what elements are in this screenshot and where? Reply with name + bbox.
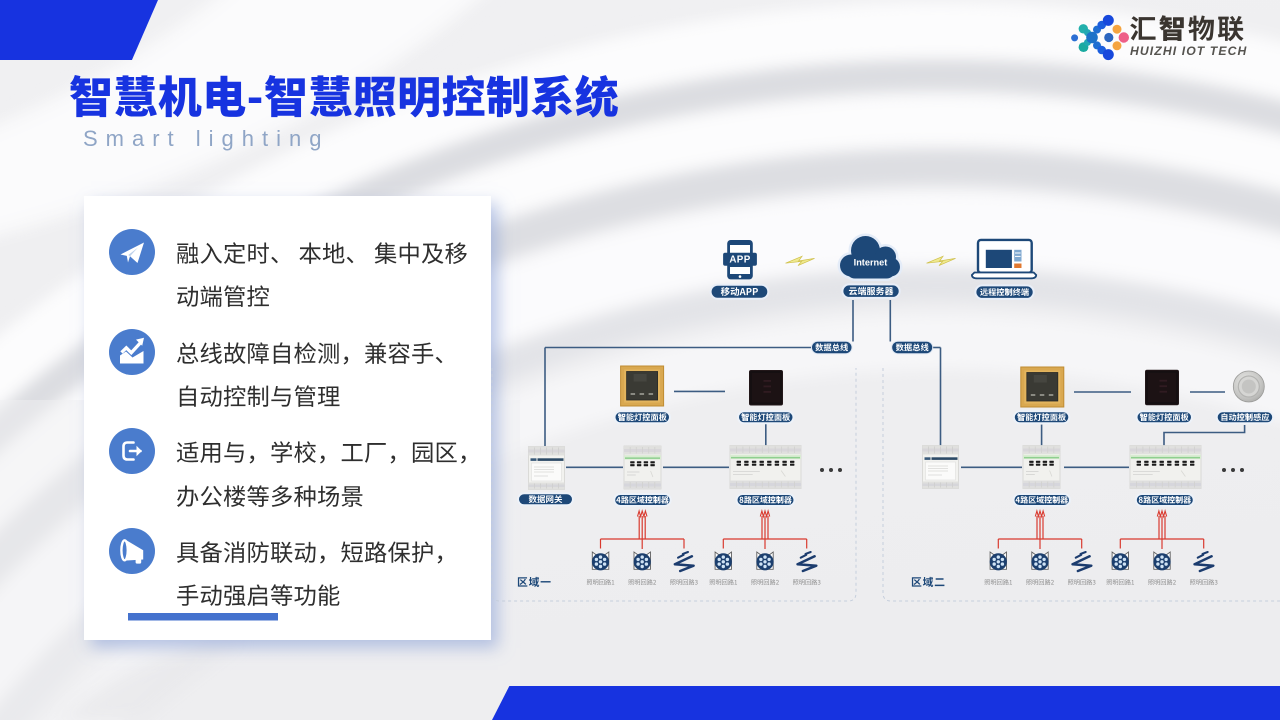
svg-text:HUIZHI IOT TECH: HUIZHI IOT TECH <box>1130 44 1247 58</box>
svg-text:APP: APP <box>729 255 750 266</box>
svg-text:Internet: Internet <box>854 258 888 268</box>
svg-text:Smart lighting: Smart lighting <box>83 126 330 151</box>
